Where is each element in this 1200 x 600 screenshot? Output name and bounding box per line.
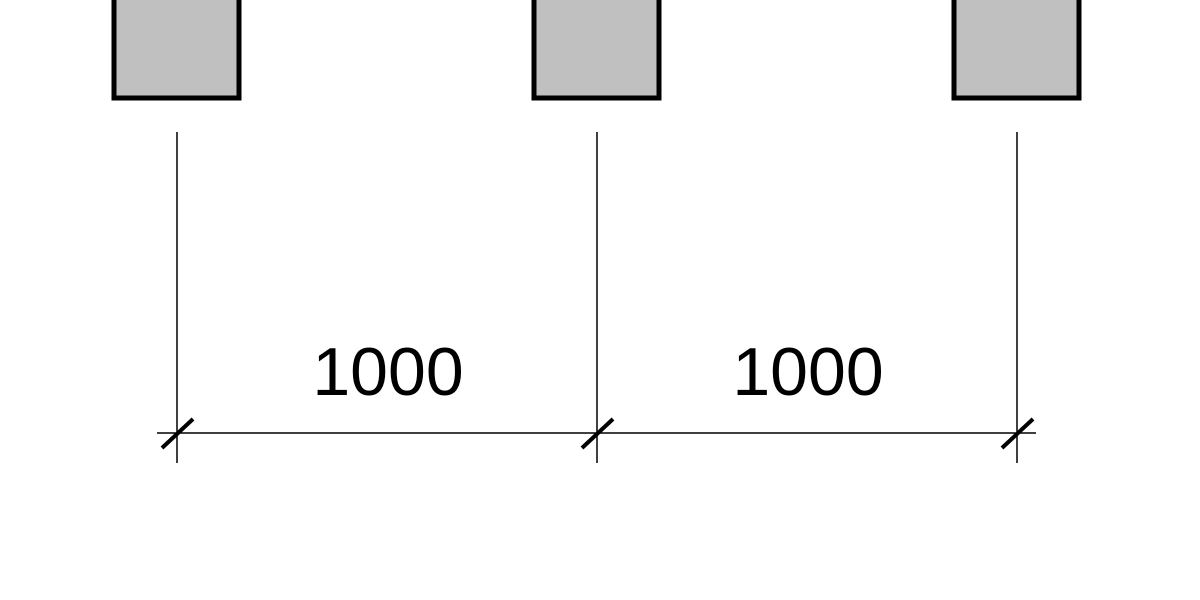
tick-mark-2	[580, 417, 615, 450]
dimension-label-1: 1000	[312, 334, 463, 410]
column-2	[531, 0, 662, 101]
column-1	[111, 0, 242, 101]
column-3	[951, 0, 1082, 101]
tick-mark-1	[160, 417, 195, 450]
dimension-label-2: 1000	[732, 334, 883, 410]
tick-mark-3	[1000, 417, 1035, 450]
